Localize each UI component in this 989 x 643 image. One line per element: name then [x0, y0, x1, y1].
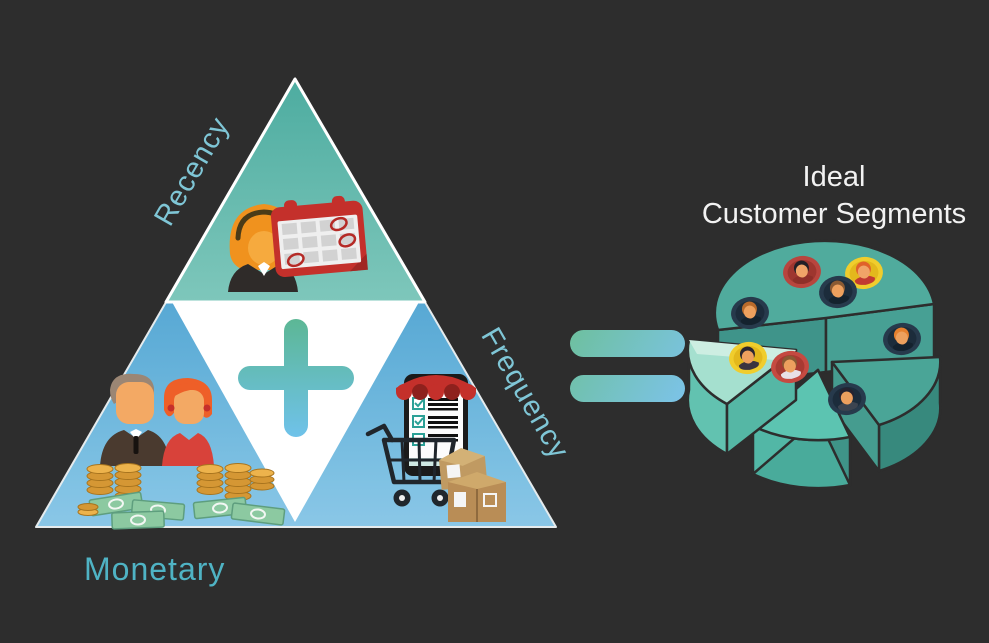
frequency-icon: [365, 374, 506, 522]
customer-avatar: [731, 296, 769, 330]
customer-avatar: [783, 255, 821, 289]
coin-stack: [86, 464, 114, 495]
title-line-1: Ideal: [803, 161, 866, 193]
banknote-bundles: [88, 491, 286, 530]
calendar-icon: [270, 195, 368, 277]
page-title: Ideal Customer Segments: [702, 161, 966, 230]
customer-avatar: [828, 382, 866, 416]
woman-figure: [162, 378, 214, 466]
store-awning: [396, 375, 476, 400]
cardboard-boxes: [439, 447, 506, 522]
money-pile: [77, 463, 286, 530]
customer-avatar: [729, 341, 767, 375]
customer-segments-pie: [686, 239, 942, 490]
monetary-icon: [77, 373, 286, 530]
coin-stack: [224, 463, 252, 501]
customer-avatar: [771, 350, 809, 384]
customer-avatar: [883, 322, 921, 356]
plus-icon: [238, 319, 354, 437]
customer-avatar: [819, 275, 857, 309]
circled-dates: [286, 216, 357, 268]
recency-icon: [228, 195, 368, 292]
title-line-2: Customer Segments: [702, 198, 966, 230]
monetary-label: Monetary: [84, 551, 225, 587]
coin-stack: [196, 464, 224, 495]
pie-slice-right: [830, 355, 942, 473]
coin-stack: [249, 468, 275, 491]
customer-avatar: [845, 256, 883, 290]
equals-icon: [570, 330, 685, 402]
man-figure: [100, 373, 170, 466]
